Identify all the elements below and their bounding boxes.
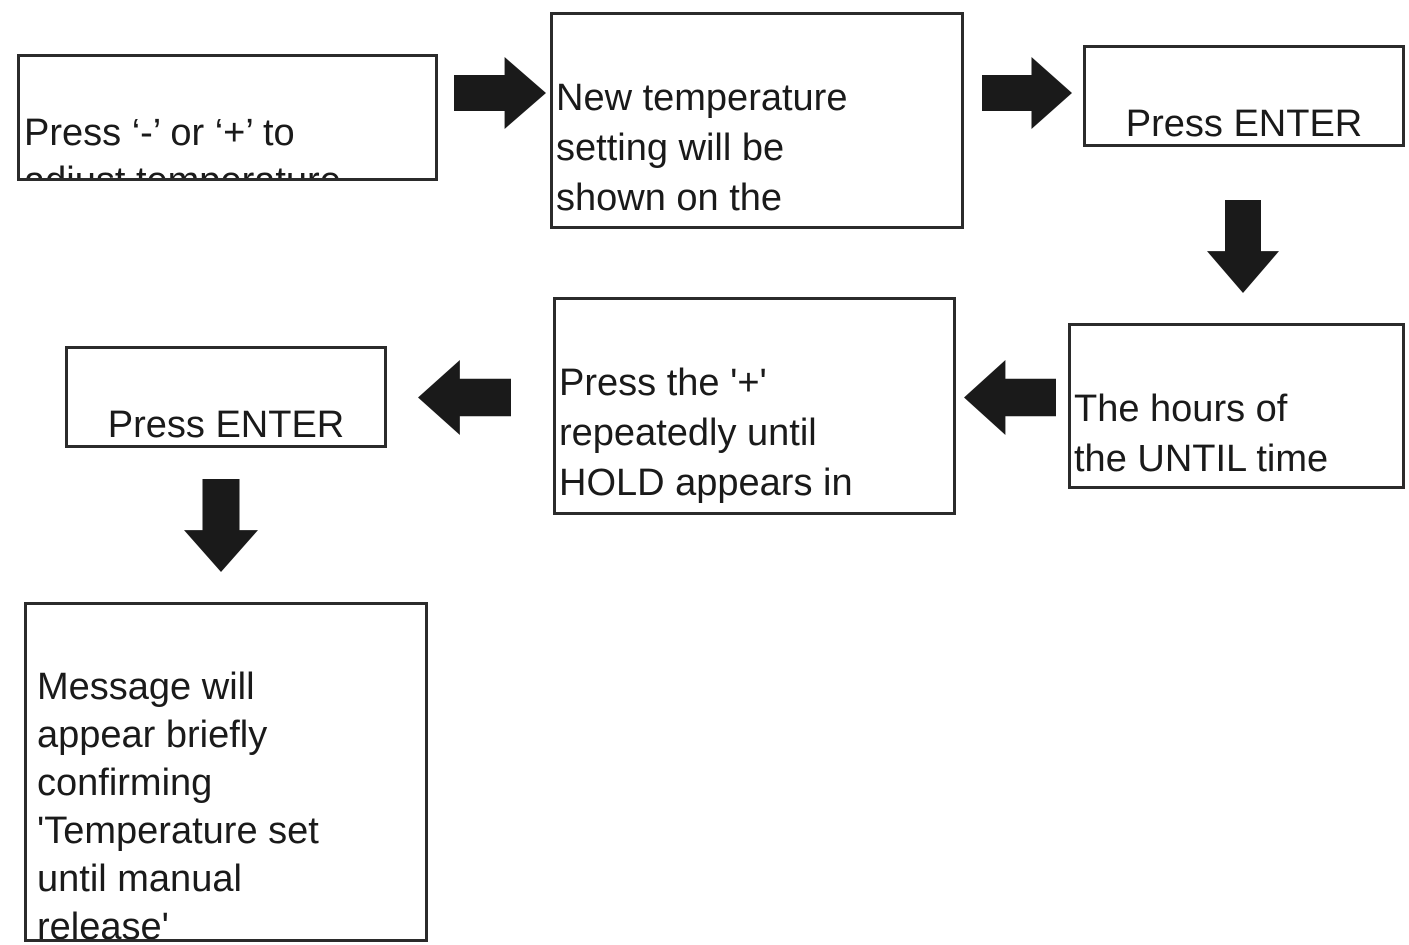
arrow-down-icon xyxy=(184,479,258,572)
step-press-plus-until-hold-text: Press the '+' repeatedly until HOLD appe… xyxy=(559,362,853,504)
step-new-temperature-shown: New temperature setting will be shown on… xyxy=(550,12,964,229)
arrow-right-icon xyxy=(454,57,546,129)
step-press-enter-first-text: Press ENTER xyxy=(1125,103,1363,145)
step-press-plus-until-hold: Press the '+' repeatedly until HOLD appe… xyxy=(553,297,956,515)
step-press-enter-second: Press ENTER xyxy=(65,346,387,448)
arrow-left-icon xyxy=(964,360,1056,435)
step-new-temperature-shown-text: New temperature setting will be shown on… xyxy=(556,77,848,219)
step-adjust-temperature: Press ‘-’ or ‘+’ to adjust temperature xyxy=(17,54,438,181)
step-confirmation-message-text: Message will appear briefly confirming '… xyxy=(37,666,319,942)
arrow-down-icon xyxy=(1207,200,1279,293)
step-press-enter-first: Press ENTER xyxy=(1083,45,1405,147)
step-confirmation-message: Message will appear briefly confirming '… xyxy=(24,602,428,942)
step-until-hours-flash-text: The hours of the UNTIL time will flash xyxy=(1074,388,1329,480)
step-until-hours-flash: The hours of the UNTIL time will flash xyxy=(1068,323,1405,489)
step-adjust-temperature-text: Press ‘-’ or ‘+’ to adjust temperature xyxy=(24,112,341,181)
step-press-enter-second-text: Press ENTER xyxy=(107,404,345,446)
arrow-left-icon xyxy=(418,360,511,435)
arrow-right-icon xyxy=(982,57,1072,129)
